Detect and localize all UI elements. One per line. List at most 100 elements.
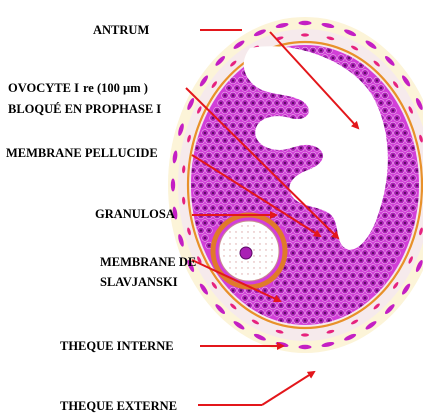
granulosa-cell-nucleus — [296, 319, 298, 321]
granulosa-cell-nucleus — [220, 162, 222, 164]
label-theque-interne: THEQUE INTERNE — [60, 339, 174, 353]
oocyte-dot — [253, 231, 254, 232]
granulosa-cell-nucleus — [272, 199, 274, 201]
granulosa-cell-nucleus — [344, 274, 346, 276]
granulosa-cell-nucleus — [248, 139, 250, 141]
granulosa-cell-nucleus — [296, 244, 298, 246]
oocyte-dot — [271, 261, 272, 262]
oocyte-nucleus — [240, 247, 252, 259]
granulosa-cell-nucleus — [304, 214, 306, 216]
oocyte-dot — [259, 255, 260, 256]
granulosa-cell-nucleus — [380, 87, 382, 89]
oocyte-dot — [235, 231, 236, 232]
granulosa-cell-nucleus — [388, 102, 390, 104]
granulosa-cell-nucleus — [404, 237, 406, 239]
granulosa-cell-nucleus — [292, 282, 294, 284]
granulosa-cell-nucleus — [304, 319, 306, 321]
granulosa-cell-nucleus — [200, 154, 202, 156]
granulosa-cell-nucleus — [308, 267, 310, 269]
label-bloque-prophase: BLOQUÉ EN PROPHASE I — [8, 102, 161, 116]
granulosa-cell-nucleus — [384, 259, 386, 261]
granulosa-cell-nucleus — [304, 229, 306, 231]
oocyte-dot — [223, 243, 224, 244]
granulosa-cell-nucleus — [244, 102, 246, 104]
theque-externe-cell — [299, 21, 312, 25]
granulosa-cell-nucleus — [248, 184, 250, 186]
granulosa-cell-nucleus — [300, 102, 302, 104]
granulosa-cell-nucleus — [296, 274, 298, 276]
granulosa-cell-nucleus — [200, 139, 202, 141]
oocyte-dot — [253, 243, 254, 244]
oocyte-dot — [259, 249, 260, 250]
granulosa-cell-nucleus — [396, 162, 398, 164]
granulosa-cell-nucleus — [232, 154, 234, 156]
granulosa-cell-nucleus — [308, 312, 310, 314]
granulosa-cell-nucleus — [264, 184, 266, 186]
granulosa-cell-nucleus — [244, 192, 246, 194]
granulosa-cell-nucleus — [372, 282, 374, 284]
granulosa-cell-nucleus — [204, 192, 206, 194]
granulosa-cell-nucleus — [312, 244, 314, 246]
granulosa-cell-nucleus — [416, 169, 418, 171]
granulosa-cell-nucleus — [260, 147, 262, 149]
granulosa-cell-nucleus — [384, 124, 386, 126]
granulosa-cell-nucleus — [364, 282, 366, 284]
granulosa-cell-nucleus — [252, 147, 254, 149]
oocyte-dot — [247, 225, 248, 226]
oocyte-dot — [259, 237, 260, 238]
granulosa-cell-nucleus — [320, 289, 322, 291]
granulosa-cell-nucleus — [376, 244, 378, 246]
oocyte-dot — [259, 243, 260, 244]
granulosa-cell-nucleus — [356, 267, 358, 269]
granulosa-cell-nucleus — [412, 177, 414, 179]
granulosa-cell-nucleus — [224, 184, 226, 186]
oocyte-dot — [241, 237, 242, 238]
granulosa-cell-nucleus — [336, 244, 338, 246]
granulosa-cell-nucleus — [296, 214, 298, 216]
granulosa-cell-nucleus — [236, 117, 238, 119]
oocyte-dot — [229, 231, 230, 232]
granulosa-cell-nucleus — [244, 297, 246, 299]
oocyte-dot — [259, 261, 260, 262]
granulosa-cell-nucleus — [276, 222, 278, 224]
arrow-theque-externe-tip — [262, 372, 314, 405]
granulosa-cell-nucleus — [392, 244, 394, 246]
granulosa-cell-nucleus — [232, 109, 234, 111]
granulosa-cell-nucleus — [292, 102, 294, 104]
granulosa-cell-nucleus — [392, 124, 394, 126]
granulosa-cell-nucleus — [328, 244, 330, 246]
oocyte-dot — [247, 231, 248, 232]
granulosa-cell-nucleus — [276, 102, 278, 104]
granulosa-cell-nucleus — [232, 79, 234, 81]
granulosa-cell-nucleus — [224, 169, 226, 171]
oocyte-dot — [253, 273, 254, 274]
granulosa-cell-nucleus — [228, 117, 230, 119]
oocyte-dot — [229, 267, 230, 268]
oocyte-dot — [265, 249, 266, 250]
granulosa-cell-nucleus — [356, 297, 358, 299]
oocyte-dot — [229, 249, 230, 250]
granulosa-cell-nucleus — [392, 259, 394, 261]
granulosa-cell-nucleus — [212, 162, 214, 164]
oocyte-dot — [271, 243, 272, 244]
granulosa-cell-nucleus — [204, 207, 206, 209]
granulosa-cell-nucleus — [408, 184, 410, 186]
granulosa-cell-nucleus — [328, 259, 330, 261]
granulosa-cell-nucleus — [296, 154, 298, 156]
granulosa-cell-nucleus — [332, 57, 334, 59]
granulosa-cell-nucleus — [236, 87, 238, 89]
granulosa-cell-nucleus — [308, 222, 310, 224]
granulosa-cell-nucleus — [248, 169, 250, 171]
granulosa-cell-nucleus — [288, 154, 290, 156]
granulosa-cell-nucleus — [308, 147, 310, 149]
granulosa-cell-nucleus — [312, 274, 314, 276]
oocyte-dot — [241, 273, 242, 274]
granulosa-cell-nucleus — [412, 147, 414, 149]
granulosa-cell-nucleus — [208, 169, 210, 171]
granulosa-cell-nucleus — [344, 289, 346, 291]
granulosa-cell-nucleus — [276, 162, 278, 164]
granulosa-cell-nucleus — [240, 154, 242, 156]
granulosa-cell-nucleus — [288, 169, 290, 171]
granulosa-cell-nucleus — [308, 282, 310, 284]
granulosa-cell-nucleus — [384, 94, 386, 96]
